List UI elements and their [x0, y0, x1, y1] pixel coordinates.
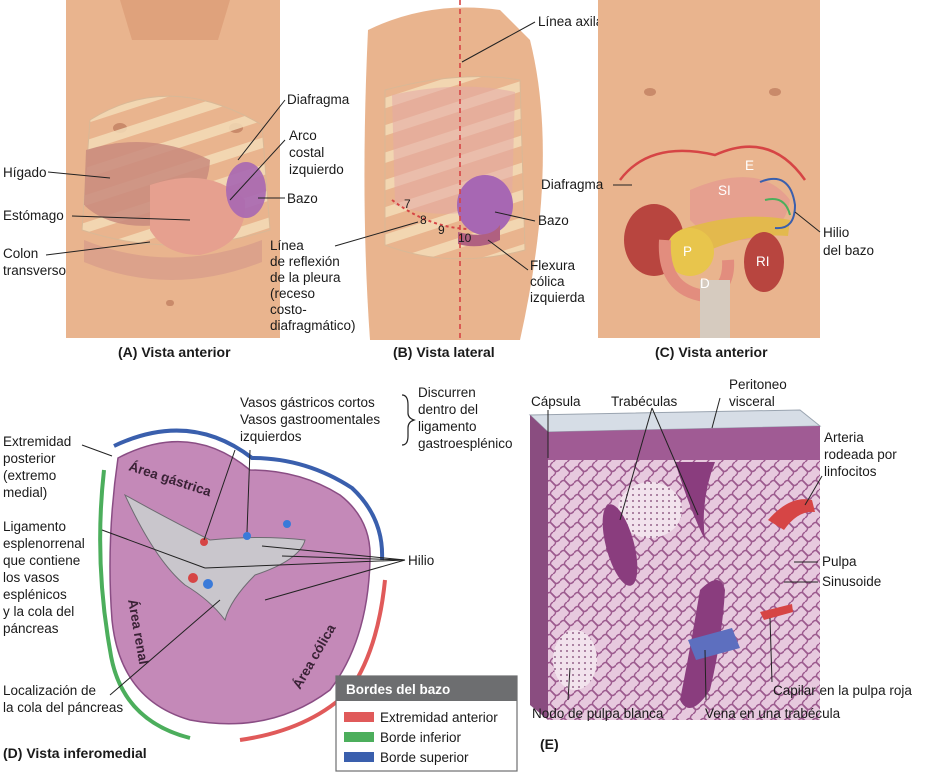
panel-c-diaphragm	[619, 145, 807, 181]
label-c-hilio: Hilio del bazo	[823, 225, 874, 258]
panel-b-leaders	[334, 21, 536, 271]
label-d-discurren: Discurren dentro del ligamento gastroesp…	[418, 385, 513, 451]
panel-e-artery	[768, 499, 815, 530]
label-b-flexura: Flexura cólica izquierda	[530, 258, 585, 305]
rib-9: 9	[438, 223, 445, 237]
label-e-trabeculas: Trabéculas	[611, 394, 678, 409]
panel-e-leaders	[547, 397, 823, 701]
label-d-hilio: Hilio	[408, 553, 434, 568]
panel-a-spleen	[226, 162, 266, 218]
border-superior	[113, 428, 385, 561]
panel-e-vein	[688, 628, 740, 660]
label-e-peritoneo: Peritoneo visceral	[729, 377, 791, 409]
label-e-nodo: Nodo de pulpa blanca	[532, 706, 664, 721]
panel-a-leaders	[45, 99, 286, 256]
label-a-estomago: Estómago	[3, 208, 64, 223]
panel-a-neck	[120, 0, 230, 40]
label-e-capilar: Capilar en la pulpa roja	[773, 683, 912, 698]
rib-10: 10	[458, 231, 472, 245]
label-c-diafragma: Diafragma	[541, 177, 604, 192]
panel-a	[66, 0, 280, 338]
caption-e: (E)	[540, 736, 559, 752]
border-inferior	[98, 469, 191, 740]
panel-e-white-nodule-1	[618, 482, 682, 538]
label-d-localizacion: Localización de la cola del páncreas	[3, 683, 123, 715]
panel-a-stomach	[150, 177, 246, 255]
legend-title: Bordes del bazo	[346, 682, 450, 697]
panel-d	[98, 428, 387, 742]
panel-d-vessel-blue-3	[283, 520, 291, 528]
panel-e-left-face	[530, 415, 548, 720]
caption-d: (D) Vista inferomedial	[3, 745, 147, 761]
legend-header	[336, 676, 517, 701]
panel-c-pancreas-head	[666, 228, 714, 276]
panel-a-umbilicus	[166, 300, 174, 306]
legend-swatch-anterior	[344, 712, 374, 722]
caption-b: (B) Vista lateral	[393, 344, 495, 360]
panel-c-hilum-green	[764, 198, 791, 216]
panel-b-pleura-line	[391, 199, 506, 231]
panel-e-capsule	[548, 426, 820, 462]
label-d-vasos: Vasos gástricos cortos Vasos gastrooment…	[240, 395, 384, 444]
panel-c-kidney	[744, 232, 784, 292]
legend-item-superior: Borde superior	[380, 750, 469, 765]
caption-a: (A) Vista anterior	[118, 344, 231, 360]
label-c-E: E	[745, 158, 754, 173]
label-d-extremidad: Extremidad posterior (extremo medial)	[3, 434, 75, 500]
label-b-bazo: Bazo	[538, 213, 569, 228]
panel-e	[528, 409, 822, 720]
legend-swatch-superior	[344, 752, 374, 762]
panel-d-vessel-red-1	[200, 538, 208, 546]
label-a-arco: Arco costal izquierdo	[289, 128, 344, 177]
legend-item-anterior: Extremidad anterior	[380, 710, 498, 725]
border-legend: Bordes del bazo Extremidad anterior Bord…	[335, 675, 518, 772]
panel-e-pulp	[548, 460, 820, 720]
label-e-capsula: Cápsula	[531, 394, 581, 409]
legend-swatch-inferior	[344, 732, 374, 742]
label-d-ligamento: Ligamento esplenorrenal que contiene los…	[3, 519, 89, 636]
panel-c-leaders	[613, 184, 821, 233]
rib-8: 8	[420, 213, 427, 227]
panel-c-hilum-outline	[759, 177, 797, 230]
panel-d-vessel-blue-2	[203, 579, 213, 589]
label-e-vena: Vena en una trabécula	[705, 706, 841, 721]
label-e-pulpa: Pulpa	[822, 554, 857, 569]
label-c-RI: RI	[756, 254, 770, 269]
panel-e-white-nodule-2	[553, 630, 597, 690]
panel-c-spine	[700, 280, 730, 338]
label-a-higado: Hígado	[3, 165, 47, 180]
label-c-SI: SI	[718, 183, 731, 198]
panel-c-nipple-left	[644, 88, 656, 96]
legend-item-inferior: Borde inferior	[380, 730, 462, 745]
panel-e-trabecula-2	[675, 462, 715, 540]
panel-b-spleen	[457, 175, 513, 235]
label-e-sinusoide: Sinusoide	[822, 574, 881, 589]
label-e-arteria: Arteria rodeada por linfocitos	[824, 430, 901, 479]
panel-e-trabecula-1	[602, 504, 638, 586]
panel-d-hilum	[123, 493, 306, 622]
panel-a-colon	[84, 240, 262, 280]
label-a-bazo: Bazo	[287, 191, 318, 206]
label-a-colon: Colon transverso	[3, 246, 66, 278]
panel-c-nipple-right	[769, 88, 781, 96]
label-a-diafragma: Diafragma	[287, 92, 350, 107]
panel-d-brace	[401, 394, 416, 446]
rib-7: 7	[404, 197, 411, 211]
label-c-D: D	[700, 276, 710, 291]
panel-e-capillary	[760, 604, 793, 620]
panel-c	[598, 0, 820, 338]
label-b-linea: Línea de reflexión de la pleura (receso …	[270, 238, 356, 333]
panel-d-vessel-blue-1	[243, 532, 251, 540]
panel-d-leaders	[81, 444, 406, 696]
label-c-P: P	[683, 244, 692, 259]
panel-b	[364, 0, 543, 340]
panel-d-vessel-red-2	[188, 573, 198, 583]
caption-c: (C) Vista anterior	[655, 344, 768, 360]
